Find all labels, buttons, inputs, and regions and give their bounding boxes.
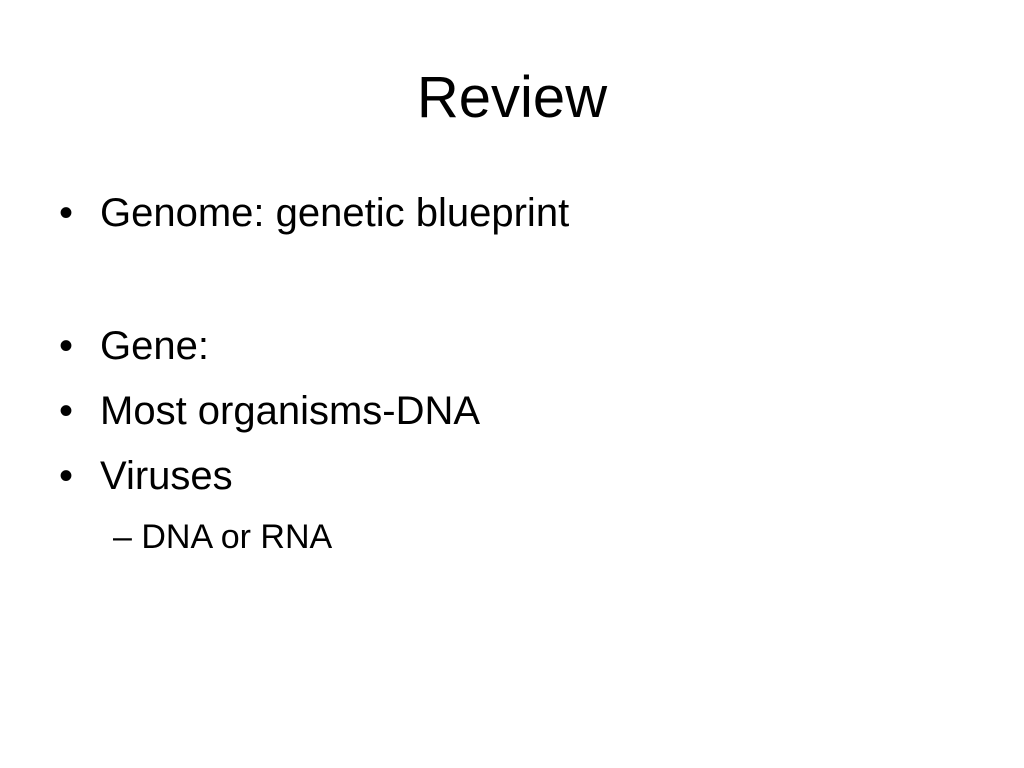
bullet-marker: •	[59, 324, 74, 368]
bullet-item: • Most organisms-DNA	[59, 387, 481, 435]
sub-bullet-text: DNA or RNA	[141, 518, 333, 556]
sub-bullet-marker: –	[113, 518, 132, 556]
bullet-marker: •	[59, 454, 74, 498]
bullet-text: Most organisms-DNA	[100, 389, 481, 433]
bullet-text: Genome: genetic blueprint	[100, 191, 570, 235]
bullet-text: Gene:	[100, 324, 209, 368]
bullet-item: • Viruses	[59, 452, 233, 500]
bullet-marker: •	[59, 191, 74, 235]
slide-title: Review	[416, 65, 608, 130]
sub-bullet-item: – DNA or RNA	[113, 516, 332, 558]
bullet-item: • Genome: genetic blueprint	[59, 189, 570, 237]
bullet-item: • Gene:	[59, 322, 209, 370]
bullet-text: Viruses	[100, 454, 233, 498]
bullet-marker: •	[59, 389, 74, 433]
